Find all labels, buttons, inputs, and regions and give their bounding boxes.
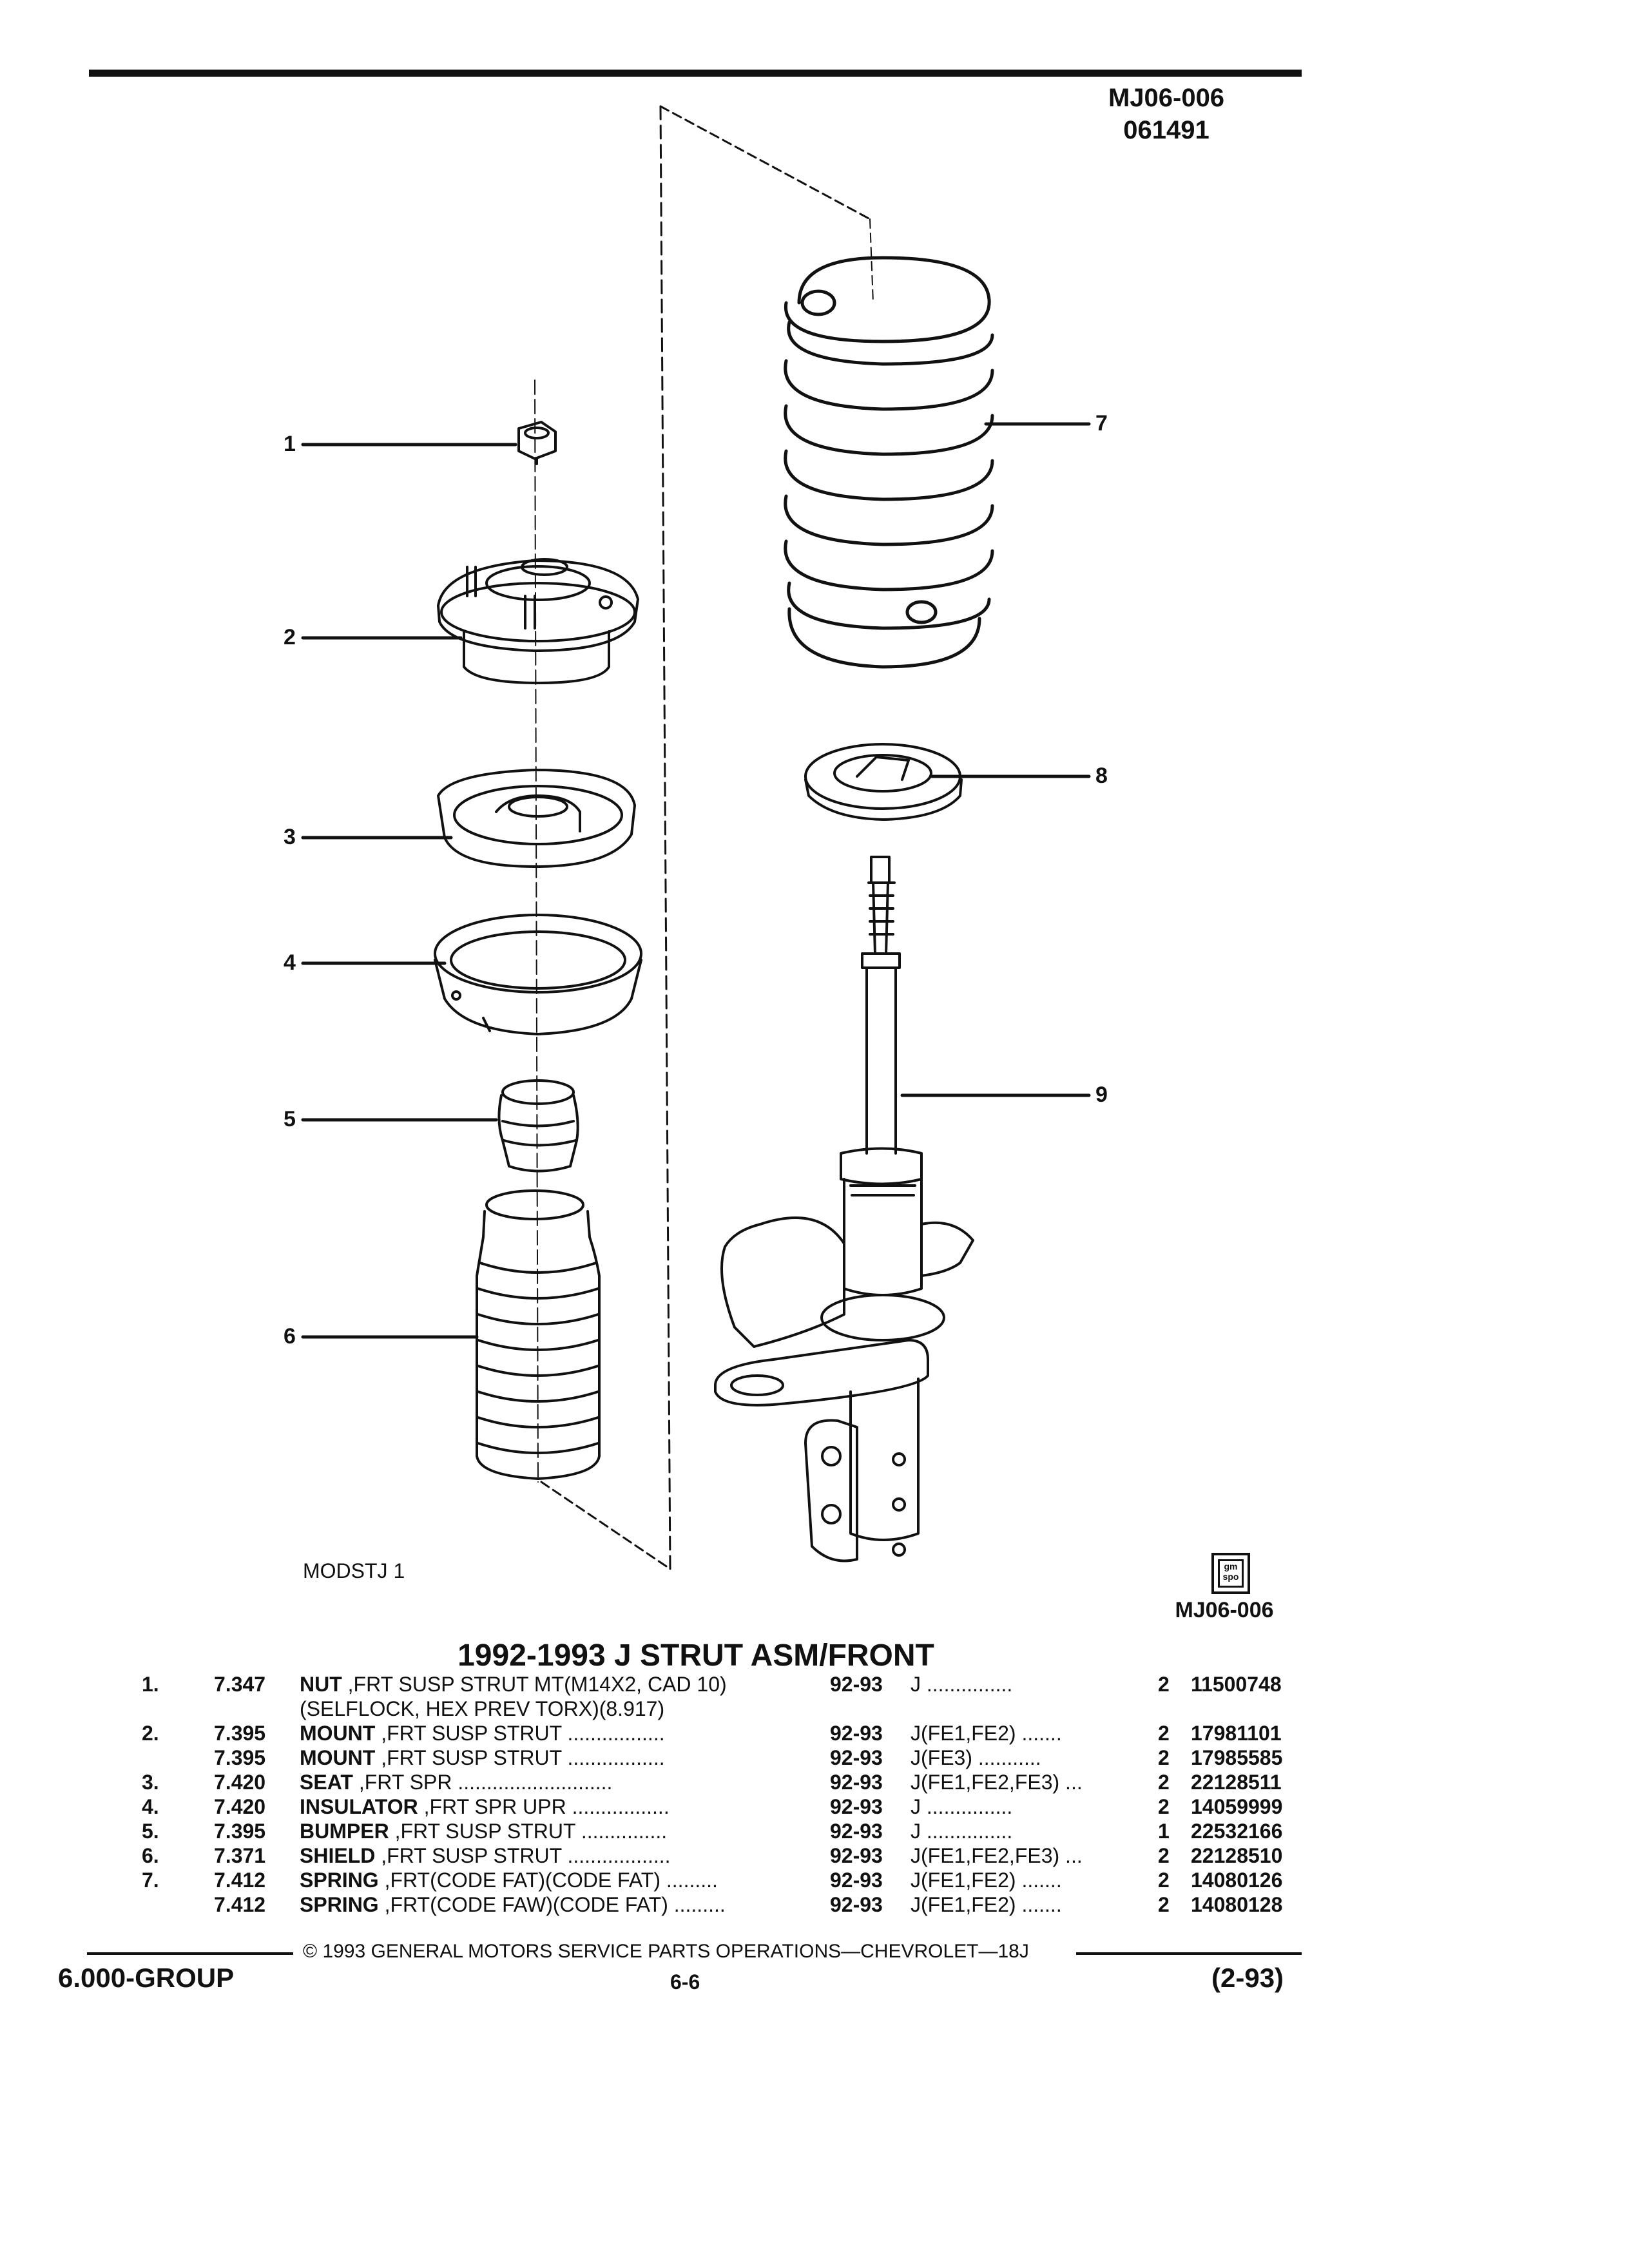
part-nut [517, 421, 557, 465]
callout-7: 7 [1095, 411, 1108, 436]
callout-9: 9 [1095, 1082, 1108, 1107]
callout-3: 3 [284, 825, 296, 849]
callout-1: 1 [284, 432, 296, 456]
footer-rule-left [87, 1952, 293, 1955]
diagram-code: MJ06-006 [1108, 84, 1225, 112]
footer-group: 6.000-GROUP [58, 1963, 235, 1993]
part-coil-spring [784, 218, 994, 669]
diagram-date-code: 061491 [1123, 116, 1210, 144]
leader-lines [301, 422, 1091, 1339]
gm-spo-logo-icon: gm spo [1211, 1553, 1250, 1594]
callout-8: 8 [1095, 764, 1108, 788]
footer-copyright: © 1993 GENERAL MOTORS SERVICE PARTS OPER… [303, 1941, 1029, 1962]
header-rule [89, 70, 1302, 77]
diagram-reference-label: MODSTJ 1 [303, 1559, 405, 1582]
part-mount [437, 558, 639, 684]
callout-6: 6 [284, 1324, 296, 1349]
catalog-title: 1992-1993 J STRUT ASM/FRONT [458, 1639, 934, 1673]
footer-page-number: 6-6 [670, 1970, 700, 1994]
part-shield [476, 1189, 601, 1480]
callout-2: 2 [284, 625, 296, 649]
part-seat [437, 769, 636, 868]
strut-exploded-diagram [301, 105, 1091, 1570]
part-bumper [497, 1079, 579, 1173]
part-insulator [434, 914, 642, 1035]
diagram-badge-code: MJ06-006 [1175, 1598, 1274, 1622]
assembly-outline [540, 105, 871, 1570]
callout-4: 4 [284, 950, 296, 975]
callout-5: 5 [284, 1107, 296, 1131]
part-spring-seat [804, 743, 963, 821]
footer-date: (2-93) [1211, 1963, 1284, 1993]
footer-rule-right [1076, 1952, 1302, 1955]
part-strut [714, 856, 974, 1562]
